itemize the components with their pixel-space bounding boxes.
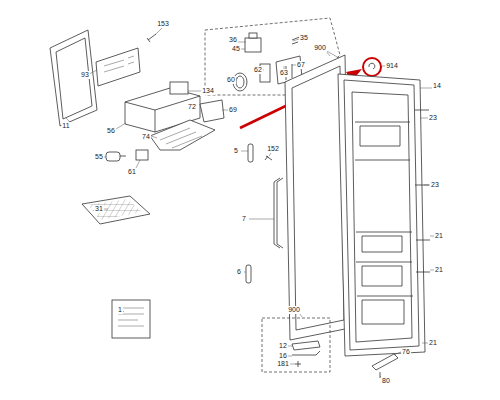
callout-number: 93 [80,71,90,79]
bottom-hinge [372,354,398,378]
control-panel [96,48,140,86]
callout-number: 69 [228,106,238,114]
trim-piece [246,265,251,283]
door-liner [338,74,430,356]
manual [112,300,150,338]
screw [147,34,156,42]
callout-number: 11 [61,122,70,130]
callout-number: 36 [228,36,238,44]
callout-number: 21 [434,232,444,240]
callout-number: 72 [187,103,197,111]
callout-number: 7 [241,215,247,223]
callout-number: 914 [385,62,399,70]
callout-number: 900 [313,44,327,52]
trim-piece [248,144,253,162]
callout-number: 21 [428,339,438,347]
callout-number: 152 [266,145,280,153]
callout-number: 21 [434,266,444,274]
callout-number: 1 [117,306,123,314]
callout-number: 55 [94,153,104,161]
small-parts [106,150,148,161]
callout-number: 76 [401,348,411,356]
callout-number: 35 [299,34,309,42]
callout-number: 31 [94,205,104,213]
callout-number: 5 [233,147,239,155]
callout-number: 45 [231,45,241,53]
callout-number: 900 [287,306,301,314]
callout-number: 62 [253,66,263,74]
screw [265,156,272,160]
leader-lines [66,27,434,378]
dispenser-frame [50,30,97,126]
hinge-parts [292,341,320,367]
callout-number: 153 [156,20,170,28]
callout-number: 60 [226,76,236,84]
callout-number: 14 [432,82,442,90]
callout-number: 181 [276,360,290,368]
callout-number: 12 [278,342,288,350]
callout-number: 23 [430,181,440,189]
callout-number: 67 [296,61,306,69]
callout-number: 134 [201,87,215,95]
callout-number: 80 [381,377,391,385]
callout-number: 16 [278,352,288,360]
handle [274,178,283,248]
grille [82,196,150,224]
callout-number: 6 [236,268,242,276]
callout-number: 63 [279,69,289,77]
callout-number: 56 [106,127,116,135]
group-bracket [262,318,330,372]
callout-number: 61 [127,168,137,176]
ice-maker-assembly [125,82,224,150]
callout-number: 23 [428,114,438,122]
highlight-circle [363,58,381,76]
part-914 [369,63,375,69]
callout-number: 74 [141,133,151,141]
